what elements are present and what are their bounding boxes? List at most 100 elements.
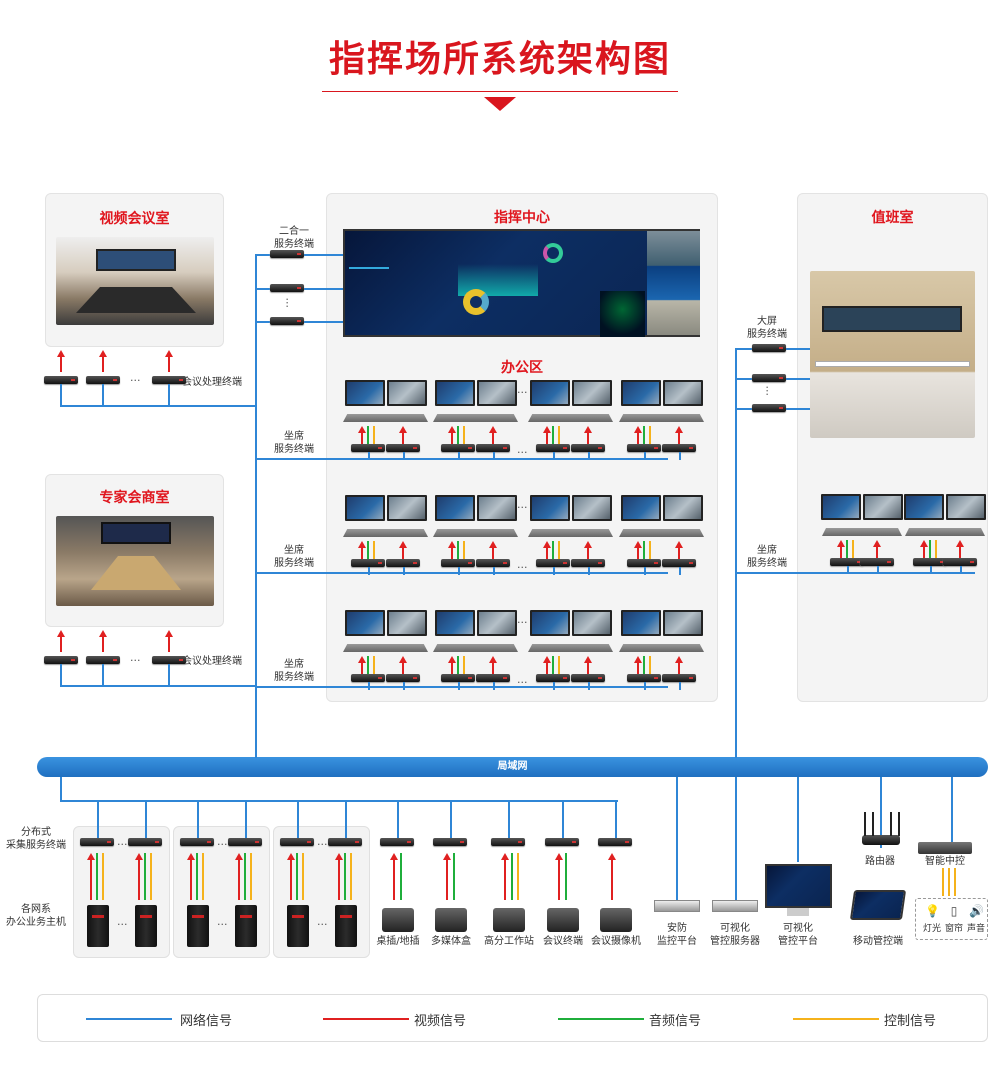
network-line xyxy=(588,567,590,575)
monitor-icon xyxy=(821,494,861,520)
video-signal-arrow xyxy=(678,432,680,444)
video-signal-arrow xyxy=(876,546,878,558)
network-line xyxy=(930,566,932,574)
seat-server-icon xyxy=(476,444,510,452)
device-label: 多媒体盒 xyxy=(431,936,471,947)
arrow-head-icon xyxy=(489,541,497,548)
seat-network-line xyxy=(255,572,668,574)
video-signal-arrow xyxy=(190,859,192,900)
seat-server-icon xyxy=(860,558,894,566)
control-signal-line xyxy=(649,426,651,444)
control-signal-line xyxy=(852,540,854,558)
audio-signal-line xyxy=(244,853,246,900)
video-signal-arrow xyxy=(238,859,240,900)
network-line xyxy=(168,384,170,405)
conference-terminal-label: 会议处理终端 xyxy=(182,377,242,388)
panel-title: 指挥中心 xyxy=(494,210,550,226)
host-computer-icon xyxy=(87,905,109,947)
monitor-icon xyxy=(946,494,986,520)
network-line xyxy=(676,777,678,900)
video-signal-arrow xyxy=(678,662,680,674)
ellipsis: ··· xyxy=(117,838,128,851)
seat-server-label: 坐席 服务终端 xyxy=(274,659,314,683)
audio-signal-line xyxy=(453,853,455,900)
seat-server-label: 坐席 服务终端 xyxy=(274,545,314,569)
seat-server-icon xyxy=(386,559,420,567)
conference-table-image xyxy=(76,287,196,313)
ellipsis: ··· xyxy=(130,654,141,667)
legend-audio-line xyxy=(558,1018,644,1020)
control-signal-line xyxy=(202,853,204,900)
control-signal-line xyxy=(558,426,560,444)
network-line xyxy=(508,800,510,838)
arrow-head-icon xyxy=(165,630,173,637)
video-signal-arrow xyxy=(138,859,140,900)
monitor-wall-image xyxy=(822,306,962,332)
control-signal-line xyxy=(558,656,560,674)
host-computer-icon xyxy=(135,905,157,947)
router-label: 路由器 xyxy=(865,856,895,867)
control-signal-line xyxy=(373,426,375,444)
donut-chart-image xyxy=(463,289,489,315)
video-signal-arrow xyxy=(402,662,404,674)
workstation-desk xyxy=(433,414,518,422)
collector-server-icon xyxy=(280,838,314,846)
speaker-icon: 🔊 xyxy=(969,904,984,918)
ellipsis: ··· xyxy=(280,297,294,309)
audio-signal-line xyxy=(400,853,402,900)
control-signal-line xyxy=(463,541,465,559)
vis-server-label: 可视化 管控服务器 xyxy=(710,923,760,947)
conference-terminal-icon xyxy=(152,656,186,664)
network-line xyxy=(679,567,681,575)
router-antenna-icon xyxy=(898,812,900,836)
legend-network-line xyxy=(86,1018,172,1020)
arrow-head-icon xyxy=(956,540,964,547)
seat-server-icon xyxy=(386,444,420,452)
collector-server-icon xyxy=(128,838,162,846)
seat-server-icon xyxy=(627,674,661,682)
network-line xyxy=(297,800,299,838)
arrow-head-icon xyxy=(584,541,592,548)
media-box-icon xyxy=(435,908,467,932)
monitor-icon xyxy=(620,380,661,406)
video-signal-arrow xyxy=(446,859,448,900)
audio-signal-line xyxy=(552,656,554,674)
conference-terminal-icon xyxy=(44,376,78,384)
device-label: 会议摄像机 xyxy=(591,936,641,947)
seat-server-icon xyxy=(536,444,570,452)
arrow-head-icon xyxy=(489,656,497,663)
network-line xyxy=(951,777,953,842)
wave-chart-image xyxy=(349,261,389,269)
ellipsis: ··· xyxy=(117,918,128,931)
collector-server-icon xyxy=(228,838,262,846)
lightbulb-icon: 💡 xyxy=(925,904,940,918)
page-title: 指挥场所系统架构图 xyxy=(328,39,671,80)
monitor-icon xyxy=(434,610,475,636)
seat-server-label: 坐席 服务终端 xyxy=(274,431,314,455)
workstation-desk xyxy=(343,529,428,537)
duty-seat-server-label: 坐席 服务终端 xyxy=(747,545,787,569)
collector-network-line xyxy=(60,800,618,802)
conference-network-line xyxy=(60,405,256,407)
workstation-desk xyxy=(528,529,613,537)
seat-server-icon xyxy=(571,674,605,682)
audio-signal-line xyxy=(552,541,554,559)
arrow-head-icon xyxy=(399,541,407,548)
video-signal-arrow xyxy=(587,547,589,559)
arrow-head-icon xyxy=(87,853,95,860)
command-video-wall xyxy=(343,229,700,337)
audio-signal-line xyxy=(643,541,645,559)
control-signal-line xyxy=(350,853,352,900)
collector-server-icon xyxy=(380,838,414,846)
duty-seat-network-line xyxy=(735,572,975,574)
tablet-icon xyxy=(849,890,907,920)
network-line xyxy=(397,800,399,838)
network-line xyxy=(60,777,62,800)
seat-server-icon xyxy=(662,674,696,682)
network-line xyxy=(562,800,564,838)
arrow-head-icon xyxy=(584,656,592,663)
bigscreen-server-label: 大屏 服务终端 xyxy=(747,316,787,340)
workstation-desk xyxy=(528,644,613,652)
video-signal-arrow xyxy=(923,546,925,558)
monitor-icon xyxy=(529,380,570,406)
